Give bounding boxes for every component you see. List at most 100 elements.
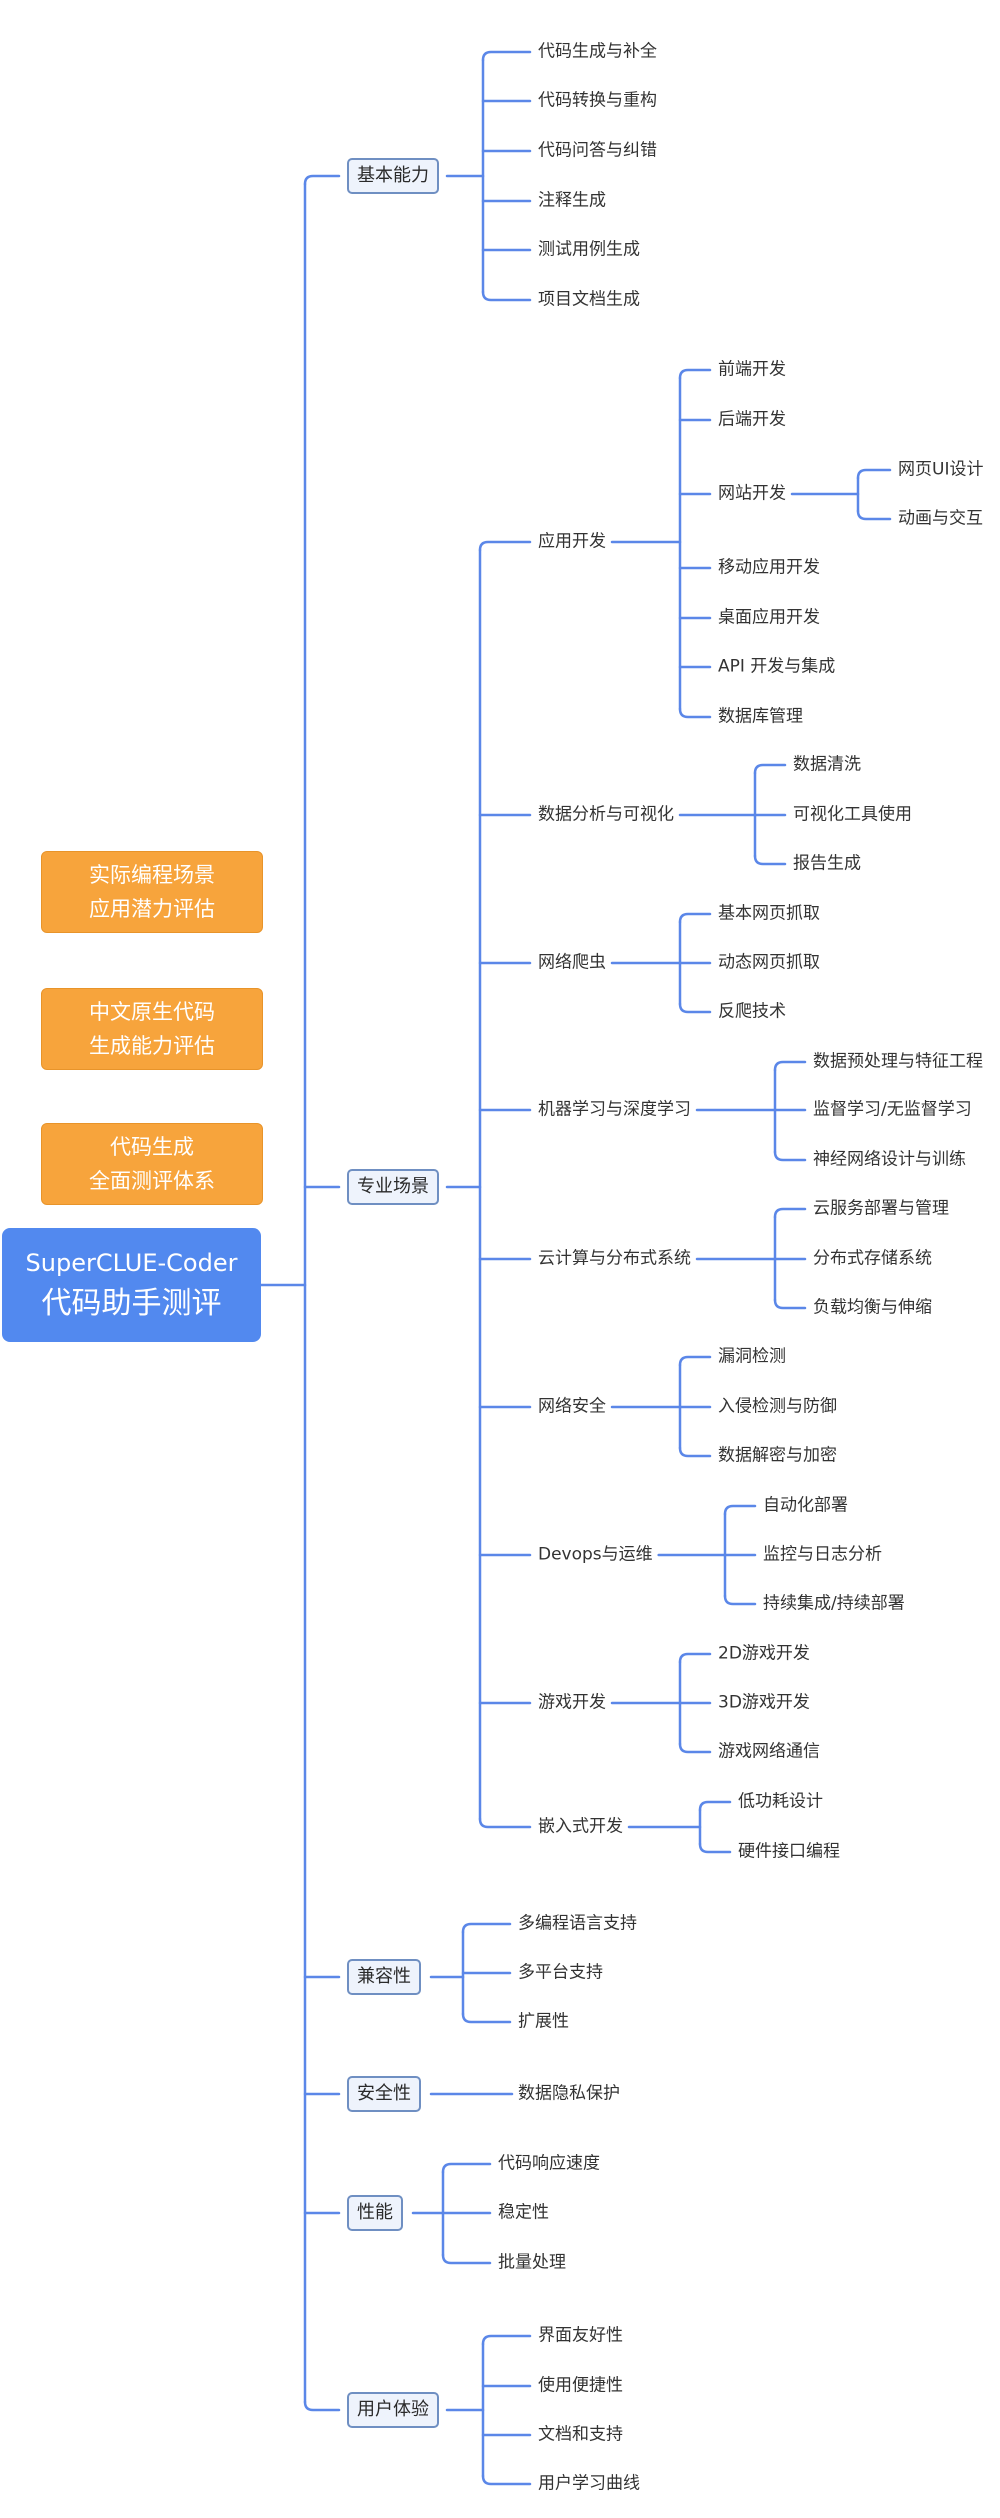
connector xyxy=(698,1800,732,1812)
subtopic-node: 负载均衡与伸缩 xyxy=(813,1297,932,1318)
leaf-node: 文档和支持 xyxy=(538,2424,623,2445)
leaf-node: 代码响应速度 xyxy=(498,2153,600,2174)
connector xyxy=(773,1060,807,1072)
connector xyxy=(678,1355,712,1367)
subtopic-node: 网站开发 xyxy=(718,483,786,504)
leaf-node: 批量处理 xyxy=(498,2252,566,2273)
subtopic-node: 神经网络设计与训练 xyxy=(813,1149,966,1170)
leaf-node: 多平台支持 xyxy=(518,1962,603,1983)
connector xyxy=(481,2474,532,2486)
connector xyxy=(678,1742,712,1754)
subtopic-node: 入侵检测与防御 xyxy=(718,1396,837,1417)
subtopic-node: 后端开发 xyxy=(718,409,786,430)
leaf-node: 稳定性 xyxy=(498,2202,549,2223)
leaf-node: 测试用例生成 xyxy=(538,239,640,260)
leaf-node: 数据隐私保护 xyxy=(518,2083,620,2104)
connector xyxy=(441,2162,492,2174)
connector xyxy=(773,1298,807,1310)
topic-node: 网络安全 xyxy=(538,1396,606,1417)
subtopic-node: 数据预处理与特征工程 xyxy=(813,1051,983,1072)
connector xyxy=(481,2334,532,2346)
connector xyxy=(856,509,892,521)
leaf-node: 多编程语言支持 xyxy=(518,1913,637,1934)
connector xyxy=(461,1922,512,1934)
topic-node: 嵌入式开发 xyxy=(538,1816,623,1837)
subtopic-node: 动态网页抓取 xyxy=(718,952,820,973)
leaf-node: 扩展性 xyxy=(518,2011,569,2032)
topic-node: 应用开发 xyxy=(538,531,606,552)
category-node: 安全性 xyxy=(347,2076,421,2112)
subtopic-node: 游戏网络通信 xyxy=(718,1741,820,1762)
feature-tag-1-line2: 应用潜力评估 xyxy=(89,897,215,921)
feature-tag-1: 实际编程场景 应用潜力评估 xyxy=(41,851,263,933)
topic-node: 游戏开发 xyxy=(538,1692,606,1713)
category-node: 基本能力 xyxy=(347,158,439,194)
connector xyxy=(678,1652,712,1664)
subtopic-node: 基本网页抓取 xyxy=(718,903,820,924)
feature-tag-2-line2: 生成能力评估 xyxy=(89,1034,215,1058)
subtopic-node: 报告生成 xyxy=(793,853,861,874)
category-node: 兼容性 xyxy=(347,1959,421,1995)
feature-tag-1-line1: 实际编程场景 xyxy=(89,863,215,887)
connector xyxy=(461,2012,512,2024)
topic-node: 机器学习与深度学习 xyxy=(538,1099,691,1120)
subtopic-node: 低功耗设计 xyxy=(738,1791,823,1812)
subtopic-node: 监控与日志分析 xyxy=(763,1544,882,1565)
connector xyxy=(478,540,532,552)
root-node: SuperCLUE-Coder 代码助手测评 xyxy=(2,1228,261,1342)
leaf-node: 界面友好性 xyxy=(538,2325,623,2346)
subtopic-node: 2D游戏开发 xyxy=(718,1643,810,1664)
subtopic-node: 前端开发 xyxy=(718,359,786,380)
connector xyxy=(773,1207,807,1219)
leaf-node: 注释生成 xyxy=(538,190,606,211)
leaf-node: 代码转换与重构 xyxy=(538,90,657,111)
subtopic-node: 自动化部署 xyxy=(763,1495,848,1516)
connector xyxy=(678,1002,712,1014)
leaf-node: 代码生成与补全 xyxy=(538,41,657,62)
connector xyxy=(678,912,712,924)
feature-tag-2-line1: 中文原生代码 xyxy=(89,1000,215,1024)
subtopic-node: 移动应用开发 xyxy=(718,557,820,578)
connector xyxy=(303,174,341,186)
connector xyxy=(678,1446,712,1458)
connector xyxy=(723,1504,757,1516)
category-node: 专业场景 xyxy=(347,1169,439,1205)
connector xyxy=(698,1842,732,1854)
connector xyxy=(678,707,712,719)
subtopic-node: 漏洞检测 xyxy=(718,1346,786,1367)
topic-node: 数据分析与可视化 xyxy=(538,804,674,825)
connector xyxy=(481,50,532,62)
subtopic-node: 桌面应用开发 xyxy=(718,607,820,628)
connector xyxy=(856,468,892,480)
feature-tag-3: 代码生成 全面测评体系 xyxy=(41,1123,263,1205)
leaf-node: 代码问答与纠错 xyxy=(538,140,657,161)
subtopic-node: 数据清洗 xyxy=(793,754,861,775)
subtopic-node: 硬件接口编程 xyxy=(738,1841,840,1862)
subtopic-node: 反爬技术 xyxy=(718,1001,786,1022)
connector xyxy=(753,854,787,866)
subtopic-node: 可视化工具使用 xyxy=(793,804,912,825)
subtopic-node: 数据库管理 xyxy=(718,706,803,727)
connector xyxy=(773,1150,807,1162)
connector xyxy=(303,2400,341,2412)
feature-tag-3-line2: 全面测评体系 xyxy=(89,1169,215,1193)
subtopic-node: 网页UI设计 xyxy=(898,459,984,480)
topic-node: Devops与运维 xyxy=(538,1544,653,1565)
subtopic-node: 数据解密与加密 xyxy=(718,1445,837,1466)
root-title: SuperCLUE-Coder xyxy=(25,1249,238,1277)
subtopic-node: 云服务部署与管理 xyxy=(813,1198,949,1219)
connector xyxy=(481,290,532,302)
subtopic-node: 分布式存储系统 xyxy=(813,1248,932,1269)
leaf-node: 用户学习曲线 xyxy=(538,2473,640,2494)
subtopic-node: 监督学习/无监督学习 xyxy=(813,1099,972,1120)
subtopic-node: 3D游戏开发 xyxy=(718,1692,810,1713)
connector xyxy=(478,1817,532,1829)
connector xyxy=(441,2253,492,2265)
subtopic-node: API 开发与集成 xyxy=(718,656,836,677)
connector xyxy=(678,368,712,380)
topic-node: 网络爬虫 xyxy=(538,952,606,973)
leaf-node: 项目文档生成 xyxy=(538,289,640,310)
category-node: 用户体验 xyxy=(347,2392,439,2428)
